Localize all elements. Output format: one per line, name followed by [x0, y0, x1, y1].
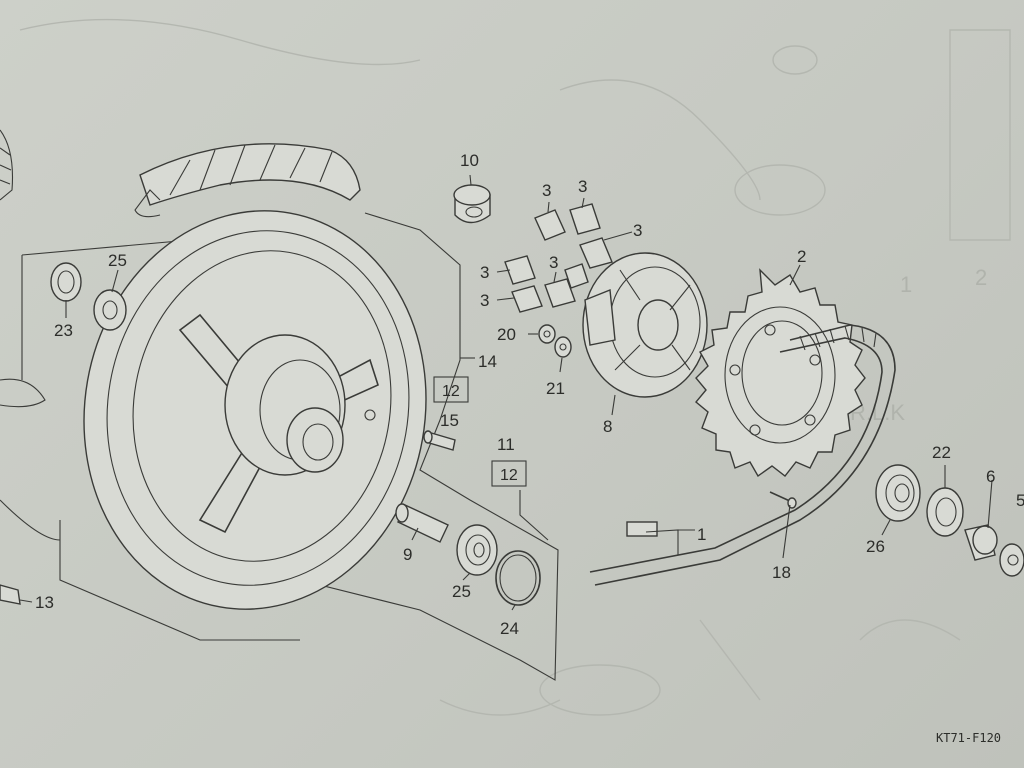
callout-25-left: 25	[108, 251, 127, 270]
washer-21	[554, 336, 572, 358]
callout-22: 22	[932, 443, 951, 462]
callout-11: 11	[497, 435, 515, 454]
tire-fragment	[0, 129, 61, 541]
callout-5: 5	[1016, 491, 1024, 510]
callout-12-upper: 12	[442, 383, 460, 400]
collar-25-left	[93, 289, 127, 331]
sprocket-2	[695, 268, 866, 478]
nut-20	[538, 324, 556, 344]
rear-wheel	[83, 210, 427, 610]
callout-12-lower: 12	[500, 467, 518, 484]
callout-1: 1	[697, 525, 706, 544]
callout-3-d: 3	[480, 263, 489, 282]
callout-25-right: 25	[452, 582, 471, 601]
callout-20: 20	[497, 325, 516, 344]
bearing-26	[875, 464, 921, 522]
callout-6: 6	[986, 467, 995, 486]
callout-13: 13	[35, 593, 54, 612]
svg-text:2: 2	[975, 265, 987, 290]
callout-21: 21	[546, 379, 565, 398]
callout-26: 26	[866, 537, 885, 556]
valve-13	[0, 584, 21, 605]
callout-15: 15	[440, 411, 459, 430]
callout-23: 23	[54, 321, 73, 340]
callout-3-e: 3	[549, 253, 558, 272]
rear-fender	[134, 143, 361, 218]
callout-3-a: 3	[542, 181, 551, 200]
nut-5	[999, 543, 1024, 577]
callout-3-c: 3	[633, 221, 642, 240]
callout-2: 2	[797, 247, 806, 266]
spacer-9	[395, 503, 449, 543]
boxed-12-frame-lower	[491, 460, 527, 487]
bolt-18	[769, 491, 797, 509]
bolt-15	[423, 430, 456, 451]
diagram-code-label: KT71-F120	[936, 731, 1001, 745]
callout-3-f: 3	[480, 291, 489, 310]
bearing-23	[50, 262, 82, 302]
callout-14: 14	[478, 352, 497, 371]
svg-text:1: 1	[900, 272, 912, 297]
boxed-12-frame-upper	[433, 376, 469, 403]
damper-rubbers	[504, 203, 613, 313]
callout-3-b: 3	[578, 177, 587, 196]
callout-24: 24	[500, 619, 519, 638]
callout-18: 18	[772, 563, 791, 582]
oil-seal-22	[926, 487, 964, 537]
driven-flange-8	[582, 252, 708, 398]
collar-10	[453, 184, 491, 224]
leader-lines	[19, 174, 993, 611]
collar-6	[964, 524, 998, 561]
bearing-25-right	[456, 524, 498, 576]
callout-10: 10	[460, 151, 479, 170]
group-boundary	[21, 212, 559, 681]
callout-8: 8	[603, 417, 612, 436]
drive-chain-1	[589, 324, 896, 586]
callout-9: 9	[403, 545, 412, 564]
o-ring-24	[495, 550, 541, 606]
